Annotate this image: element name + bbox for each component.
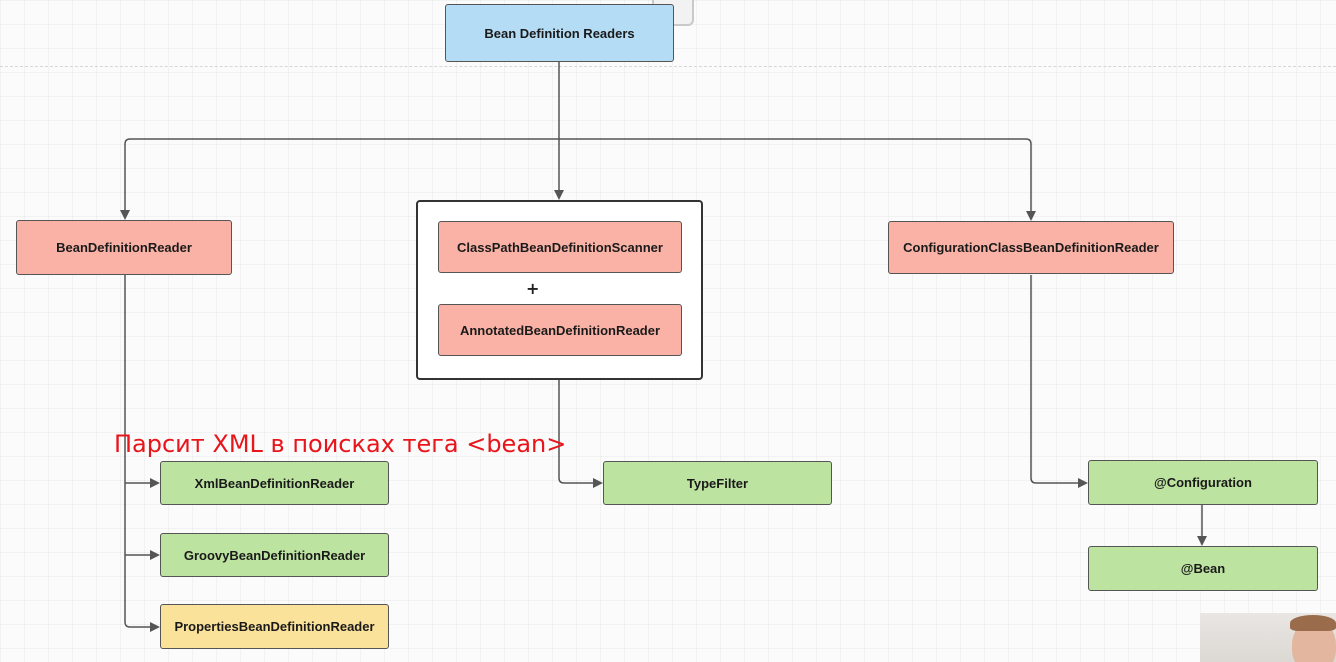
- node-xml-bean-definition-reader[interactable]: XmlBeanDefinitionReader: [160, 461, 389, 505]
- node-configuration-annotation[interactable]: @Configuration: [1088, 460, 1318, 505]
- node-label: TypeFilter: [686, 475, 749, 491]
- node-label: @Configuration: [1154, 475, 1252, 490]
- plus-sign: +: [526, 279, 540, 298]
- node-bean-annotation[interactable]: @Bean: [1088, 546, 1318, 591]
- connector-to-type-filter: [558, 379, 603, 488]
- connector-to-configuration-class-reader: [559, 138, 1036, 221]
- canvas-guide-line: [0, 66, 1336, 67]
- node-annotated-bean-definition-reader[interactable]: AnnotatedBeanDefinitionReader: [438, 304, 682, 356]
- node-type-filter[interactable]: TypeFilter: [603, 461, 832, 505]
- node-label: @Bean: [1180, 561, 1226, 576]
- node-label: XmlBeanDefinitionReader: [194, 475, 355, 491]
- node-label: ConfigurationClassBeanDefinitionReader: [903, 240, 1159, 255]
- node-bean-definition-readers[interactable]: Bean Definition Readers: [445, 4, 674, 62]
- connector-to-properties-reader: [124, 621, 160, 632]
- node-label: BeanDefinitionReader: [56, 240, 192, 255]
- node-label: AnnotatedBeanDefinitionReader: [459, 322, 661, 338]
- node-bean-definition-reader[interactable]: BeanDefinitionReader: [16, 220, 232, 275]
- connector-to-bean-definition-reader: [120, 138, 559, 220]
- node-label: ClassPathBeanDefinitionScanner: [457, 239, 663, 255]
- webcam-overlay: [1200, 613, 1336, 662]
- node-label: PropertiesBeanDefinitionReader: [174, 619, 375, 634]
- node-classpath-bean-definition-scanner[interactable]: ClassPathBeanDefinitionScanner: [438, 221, 682, 273]
- node-configuration-class-bean-definition-reader[interactable]: ConfigurationClassBeanDefinitionReader: [888, 221, 1174, 274]
- connector-to-configuration: [1030, 275, 1088, 488]
- node-label: Bean Definition Readers: [484, 25, 635, 41]
- node-groovy-bean-definition-reader[interactable]: GroovyBeanDefinitionReader: [160, 533, 389, 577]
- presenter-hair: [1290, 615, 1336, 631]
- node-properties-bean-definition-reader[interactable]: PropertiesBeanDefinitionReader: [160, 604, 389, 649]
- node-label: GroovyBeanDefinitionReader: [183, 547, 366, 563]
- annotation-xml-note: Парсит XML в поисках тега <bean>: [114, 430, 567, 458]
